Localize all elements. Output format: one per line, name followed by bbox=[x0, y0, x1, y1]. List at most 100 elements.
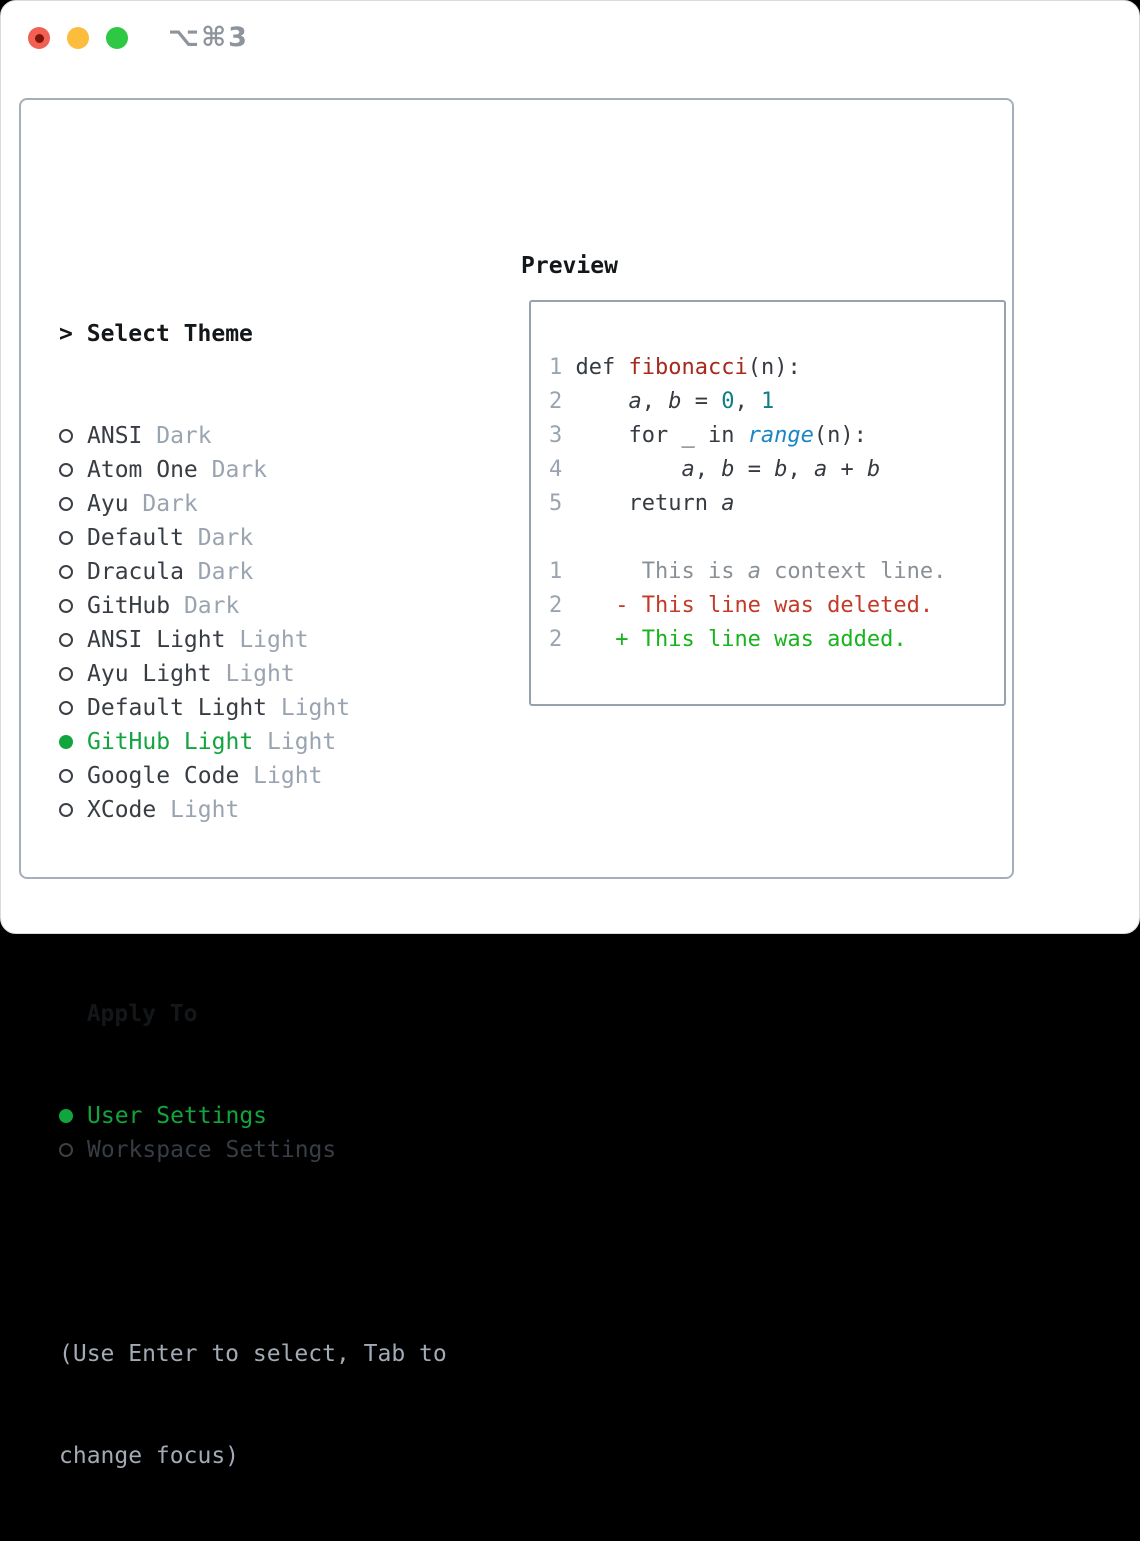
theme-item-google-code[interactable]: Google Code Light bbox=[59, 759, 447, 793]
close-dot-icon bbox=[34, 33, 44, 43]
option-variant: Light bbox=[253, 729, 337, 755]
code-segment-var: a bbox=[813, 457, 828, 482]
window-title: ⌥⌘3 bbox=[168, 22, 249, 53]
option-label: Default bbox=[87, 525, 184, 551]
zoom-button[interactable] bbox=[106, 27, 128, 49]
line-number: 2 bbox=[549, 593, 576, 618]
select-theme-header: > Select Theme bbox=[59, 317, 447, 351]
apply-option-workspace-settings[interactable]: Workspace Settings bbox=[59, 1133, 447, 1167]
theme-item-ayu-light[interactable]: Ayu Light Light bbox=[59, 657, 447, 691]
code-segment-ctx: This is bbox=[575, 559, 748, 584]
code-line-5: 5 return a bbox=[549, 487, 946, 521]
theme-item-ayu[interactable]: Ayu Dark bbox=[59, 487, 447, 521]
option-variant: Light bbox=[211, 661, 295, 687]
theme-item-default[interactable]: Default Dark bbox=[59, 521, 447, 555]
diff-line-3: 2 + This line was added. bbox=[549, 623, 946, 657]
code-segment-ctxvar: a bbox=[747, 559, 761, 584]
radio-selected-icon bbox=[59, 1099, 87, 1133]
code-segment-code: , bbox=[694, 457, 722, 482]
option-label: Ayu Light bbox=[87, 661, 212, 687]
option-label: GitHub bbox=[87, 593, 171, 619]
minimize-button[interactable] bbox=[67, 27, 89, 49]
code-segment-var: b bbox=[721, 457, 735, 482]
option-variant: Light bbox=[156, 797, 240, 823]
spacer-row bbox=[549, 521, 946, 555]
radio-unselected-icon bbox=[59, 521, 87, 555]
code-segment-code: , bbox=[641, 389, 669, 414]
theme-item-default-light[interactable]: Default Light Light bbox=[59, 691, 447, 725]
line-number: 1 bbox=[549, 355, 576, 380]
option-label: ANSI Light bbox=[87, 627, 226, 653]
close-button[interactable] bbox=[28, 27, 50, 49]
code-segment-var: a bbox=[628, 389, 642, 414]
option-variant: Dark bbox=[128, 491, 198, 517]
line-number: 4 bbox=[549, 457, 576, 482]
theme-item-dracula[interactable]: Dracula Dark bbox=[59, 555, 447, 589]
code-segment-var: a bbox=[681, 457, 695, 482]
theme-item-ansi[interactable]: ANSI Dark bbox=[59, 419, 447, 453]
code-preview: 1 def fibonacci(n): 2 a, b = 0, 1 3 for _ … bbox=[549, 351, 946, 657]
theme-item-xcode[interactable]: XCode Light bbox=[59, 793, 447, 827]
preview-header: Preview bbox=[521, 253, 618, 279]
option-variant: Dark bbox=[142, 423, 212, 449]
code-line-1: 1 def fibonacci(n): bbox=[549, 351, 946, 385]
apply-to-label: Apply To bbox=[86, 1001, 198, 1027]
line-number: 3 bbox=[549, 423, 576, 448]
code-segment-code: (n): bbox=[747, 355, 801, 380]
code-segment-code: , bbox=[734, 389, 761, 414]
code-segment-del: - This line was deleted. bbox=[575, 593, 934, 618]
option-label: ANSI bbox=[87, 423, 143, 449]
option-label: Workspace Settings bbox=[87, 1137, 337, 1163]
code-segment-num: 0 bbox=[721, 389, 735, 414]
option-label: Google Code bbox=[87, 763, 240, 789]
help-text-line-2: change focus) bbox=[59, 1443, 240, 1469]
radio-unselected-icon bbox=[59, 419, 87, 453]
option-variant: Light bbox=[267, 695, 351, 721]
code-segment-code bbox=[576, 389, 629, 414]
code-segment-num: 1 bbox=[760, 389, 775, 414]
code-segment-code: = bbox=[734, 457, 775, 482]
option-variant: Dark bbox=[183, 559, 254, 585]
traffic-lights bbox=[28, 27, 128, 49]
code-segment-code: def bbox=[575, 355, 629, 380]
select-theme-label: Select Theme bbox=[86, 321, 253, 347]
line-number: 2 bbox=[549, 389, 576, 414]
code-segment-var: b bbox=[668, 389, 682, 414]
line-number: 2 bbox=[549, 627, 576, 652]
theme-item-atom-one[interactable]: Atom One Dark bbox=[59, 453, 447, 487]
spacer-row bbox=[59, 895, 447, 929]
code-segment-var: a bbox=[721, 491, 735, 516]
option-variant: Light bbox=[225, 627, 309, 653]
line-number: 1 bbox=[549, 559, 576, 584]
diff-line-2: 2 - This line was deleted. bbox=[549, 589, 946, 623]
radio-unselected-icon bbox=[59, 453, 87, 487]
code-line-3: 3 for _ in range(n): bbox=[549, 419, 946, 453]
option-variant: Light bbox=[239, 763, 323, 789]
spacer-row bbox=[59, 1235, 447, 1269]
code-segment-code: = bbox=[681, 389, 722, 414]
code-line-4: 4 a, b = b, a + b bbox=[549, 453, 946, 487]
apply-option-user-settings[interactable]: User Settings bbox=[59, 1099, 447, 1133]
prompt-icon: > bbox=[59, 321, 73, 347]
theme-item-ansi-light[interactable]: ANSI Light Light bbox=[59, 623, 447, 657]
option-variant: Dark bbox=[183, 525, 254, 551]
theme-item-github[interactable]: GitHub Dark bbox=[59, 589, 447, 623]
radio-unselected-icon bbox=[59, 589, 87, 623]
code-segment-add: + This line was added. bbox=[575, 627, 907, 652]
option-label: Default Light bbox=[87, 695, 268, 721]
option-label: User Settings bbox=[87, 1103, 268, 1129]
radio-unselected-icon bbox=[59, 691, 87, 725]
theme-item-github-light[interactable]: GitHub Light Light bbox=[59, 725, 447, 759]
radio-unselected-icon bbox=[59, 623, 87, 657]
preview-box bbox=[529, 300, 1006, 706]
code-segment-code: return bbox=[575, 491, 722, 516]
option-label: Dracula bbox=[87, 559, 184, 585]
code-segment-code bbox=[576, 457, 682, 482]
code-segment-code: , bbox=[787, 457, 814, 482]
radio-unselected-icon bbox=[59, 487, 87, 521]
radio-unselected-icon bbox=[59, 555, 87, 589]
